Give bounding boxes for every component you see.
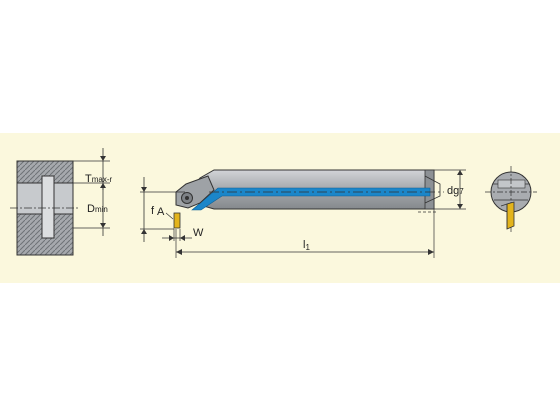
boring-bar-end-view xyxy=(485,166,537,232)
a-label: A xyxy=(157,206,165,218)
f-label: f xyxy=(151,205,155,217)
cutting-insert xyxy=(173,212,181,229)
coolant-channel xyxy=(191,187,431,211)
w-label: W xyxy=(193,227,204,239)
dmin-label: Dmin xyxy=(87,203,108,215)
l1-label: l1 xyxy=(303,239,310,252)
end-view-insert xyxy=(506,201,515,230)
boring-bar-side-view: dg7 f A W l1 xyxy=(140,169,466,258)
tmax-label: Tmax-r xyxy=(85,173,113,185)
end-view-flat xyxy=(497,179,526,189)
dg7-label: dg7 xyxy=(447,185,464,197)
internal-groove xyxy=(41,175,55,239)
bore-section-view: Tmax-r Dmin xyxy=(10,148,113,256)
